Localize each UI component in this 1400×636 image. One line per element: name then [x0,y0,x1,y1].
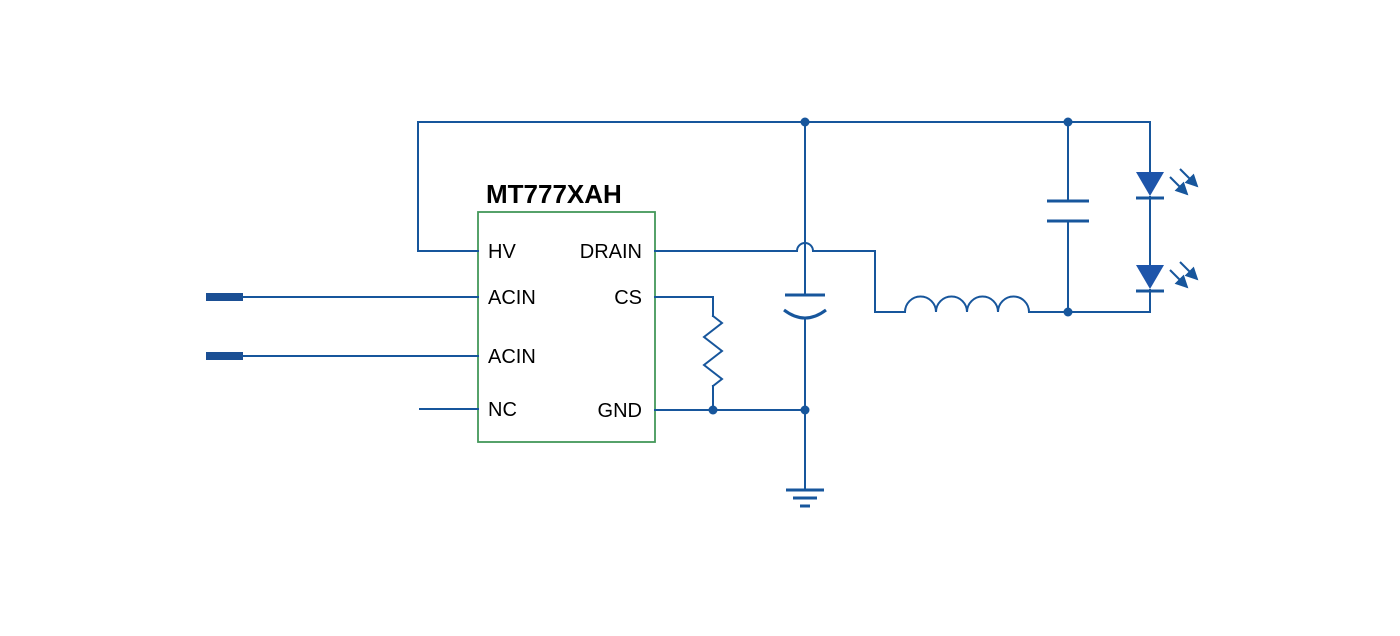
input-capacitor-icon [783,293,827,320]
junction-dot [1063,117,1073,127]
pin-label-hv: HV [488,241,516,263]
led-emission-arrow [1179,261,1199,281]
ic-body [477,211,656,443]
pin-label-cs: CS [614,287,642,309]
led-emission-arrows [1169,168,1199,196]
ic-title: MT777XAH [486,179,622,209]
junction-dot [708,405,718,415]
resistor-icon [702,314,724,388]
pin-label-acin1: ACIN [488,287,536,309]
led-icon-1 [1136,168,1199,200]
junction-dot [800,117,810,127]
wire-cs [654,296,714,317]
led-emission-arrow [1169,176,1189,196]
inductor-icon [903,295,1031,314]
capacitor-plate-curved [783,308,827,320]
junction-dot [800,405,810,415]
led-emission-arrow [1179,168,1199,188]
wire-top-rail [417,121,1151,252]
pin-label-gnd: GND [598,400,642,422]
pin-label-drain: DRAIN [580,241,642,263]
led-icon-2 [1136,261,1199,293]
led-triangle [1136,265,1164,289]
junction-dot [1063,307,1073,317]
pin-label-acin2: ACIN [488,346,536,368]
wire-drain-right [812,250,906,313]
led-emission-arrows [1169,261,1199,289]
output-capacitor-icon [1047,199,1089,223]
pin-label-nc: NC [488,399,517,421]
led-emission-arrow [1169,269,1189,289]
ground-icon [786,488,824,508]
led-triangle [1136,172,1164,196]
